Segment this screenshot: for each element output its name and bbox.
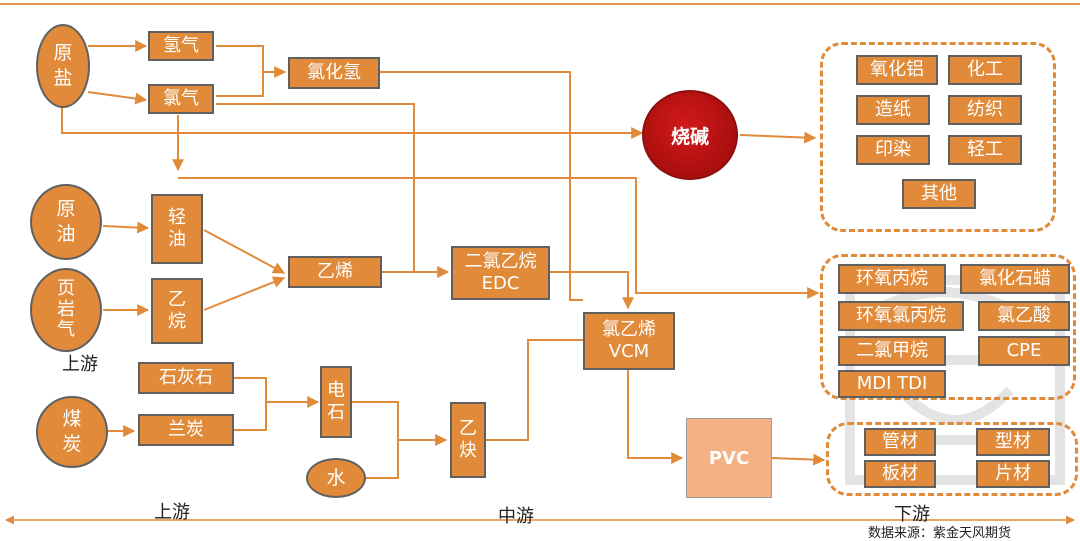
group-caustic-downstream (820, 42, 1056, 232)
node-ethane: 乙 烷 (151, 278, 203, 344)
node-shale-gas: 页 岩 气 (30, 268, 102, 352)
node-raw-salt: 原 盐 (36, 24, 90, 108)
node-limestone: 石灰石 (138, 362, 234, 394)
node-ethylene: 乙烯 (288, 256, 382, 288)
node-hydrogen: 氢气 (148, 31, 214, 61)
node-dichloromethane: 二氯甲烷 (838, 336, 946, 366)
node-pipes: 管材 (864, 428, 936, 456)
group-pvc-downstream (826, 422, 1078, 496)
node-edc: 二氯乙烷 EDC (451, 246, 550, 300)
data-source-note: 数据来源：紫金天风期货 (868, 526, 1012, 541)
node-hydrogen-chloride: 氯化氢 (288, 57, 380, 89)
node-calcium-carbide: 电 石 (320, 366, 352, 438)
node-alumina: 氧化铝 (856, 55, 938, 85)
node-caustic-soda: 烧碱 (642, 90, 738, 180)
node-chloroacetic-acid: 氯乙酸 (978, 301, 1070, 331)
node-pvc: PVC (686, 418, 772, 498)
node-epichlorohydrin: 环氧氯丙烷 (838, 301, 964, 331)
group-chlorine-downstream (820, 254, 1076, 400)
node-propylene-oxide: 环氧丙烷 (838, 264, 946, 294)
node-cpe: CPE (978, 336, 1070, 366)
node-vcm: 氯乙烯 VCM (583, 312, 675, 370)
node-sheets: 板材 (864, 460, 936, 488)
top-rule (0, 3, 1080, 5)
label-midstream: 中游 (498, 506, 534, 527)
node-chlorine: 氯气 (148, 84, 214, 114)
node-crude-oil: 原 油 (30, 184, 102, 260)
node-acetylene: 乙 炔 (450, 402, 486, 478)
node-coal: 煤 炭 (36, 396, 108, 468)
node-light-industry: 轻工 (948, 135, 1022, 165)
node-others: 其他 (902, 179, 976, 209)
node-papermaking: 造纸 (856, 95, 930, 125)
node-coke: 兰炭 (138, 414, 234, 446)
label-downstream: 下游 (894, 504, 930, 525)
node-water: 水 (306, 458, 366, 498)
node-profiles: 型材 (976, 428, 1050, 456)
node-light-oil: 轻 油 (151, 194, 203, 264)
node-chlorinated-paraffin: 氯化石蜡 (960, 264, 1070, 294)
node-mdi-tdi: MDI TDI (838, 370, 946, 398)
node-chemical-industry: 化工 (948, 55, 1022, 85)
node-films: 片材 (976, 460, 1050, 488)
label-upstream: 上游 (154, 502, 190, 523)
node-printing-dyeing: 印染 (856, 135, 930, 165)
node-textile: 纺织 (948, 95, 1022, 125)
label-upstream-side: 上游 (62, 354, 98, 375)
